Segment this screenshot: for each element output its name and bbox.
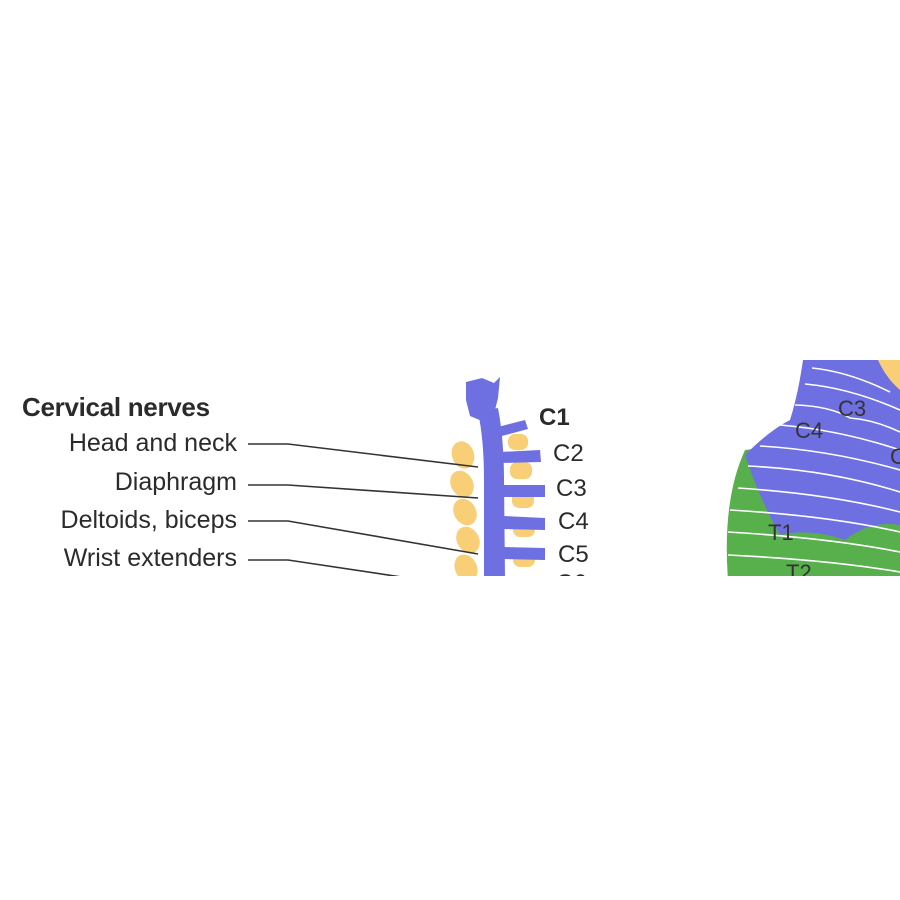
leader-line-diaphragm: [248, 484, 479, 499]
map-label-clip: C5 T1 T2: [700, 340, 900, 577]
map-label-c4: C4: [795, 418, 824, 443]
nerve-root-c3: [502, 485, 545, 497]
segment-label-c3: C3: [556, 475, 587, 502]
function-label-wrist: Wrist extenders: [63, 544, 237, 572]
dermatome-contours: [727, 367, 900, 573]
contour-line: [747, 465, 900, 493]
contour-line: [727, 554, 900, 573]
vertebra: [510, 462, 532, 479]
segment-c6-clip: C6: [0, 340, 900, 577]
spinal-cord: [466, 377, 545, 576]
diagram-heading: Cervical nerves: [22, 392, 210, 422]
dermatome-map: [726, 360, 900, 576]
leader-lines: [248, 443, 479, 576]
cord-column: [478, 408, 505, 576]
vertebra: [454, 554, 478, 576]
segment-label-c1: C1: [539, 404, 570, 431]
segment-label-c4: C4: [558, 508, 589, 535]
vertebrae-left: [450, 441, 480, 576]
vertebra: [456, 526, 480, 554]
vertebra: [508, 434, 528, 450]
segment-label-c6: C6: [556, 572, 587, 577]
nerve-root-c1: [494, 420, 528, 437]
function-label-deltoids: Deltoids, biceps: [60, 506, 237, 534]
segment-label-c5: C5: [558, 541, 589, 568]
contour-line: [727, 531, 900, 553]
contour-line: [779, 424, 900, 451]
contour-line: [729, 509, 900, 533]
map-label-t2: T2: [786, 560, 812, 577]
contour-line: [794, 404, 900, 433]
contour-line: [737, 487, 900, 513]
dermatome-cervical-region: [745, 360, 900, 540]
contour-line: [759, 445, 900, 471]
contour-line: [804, 383, 900, 411]
leader-line-wrist: [248, 559, 401, 576]
leader-line-deltoids: [248, 520, 479, 555]
function-label-head-neck: Head and neck: [68, 429, 237, 457]
vertebra: [453, 498, 477, 526]
map-label-c5: C5: [890, 444, 900, 469]
function-label-diaphragm: Diaphragm: [114, 468, 237, 496]
contour-line: [811, 367, 891, 393]
dermatome-face-region: [878, 360, 900, 390]
leader-line-head-neck: [248, 443, 479, 468]
map-label-t1: T1: [768, 520, 794, 545]
segment-label-c2: C2: [553, 440, 584, 467]
nerve-root-c4: [503, 516, 545, 530]
nerve-root-c2: [500, 450, 541, 463]
vertebra: [451, 441, 475, 469]
map-label-c3: C3: [838, 396, 867, 421]
vertebra: [450, 470, 474, 498]
nerve-root-c5: [503, 547, 545, 560]
